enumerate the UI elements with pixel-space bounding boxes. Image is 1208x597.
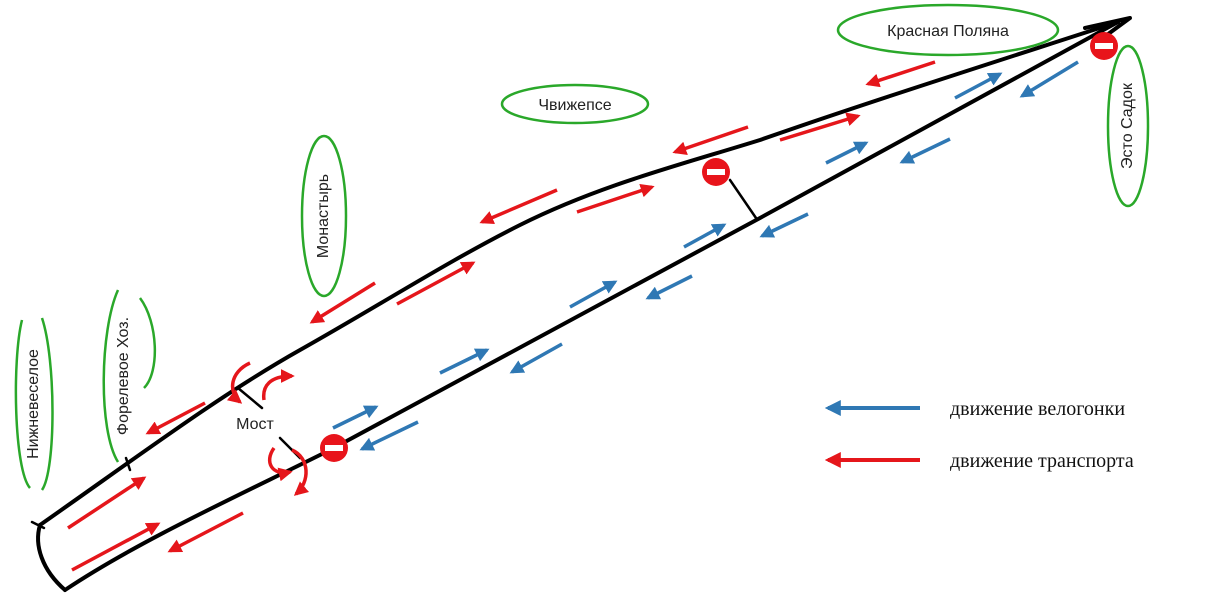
tick-nizhneveseloe <box>30 520 46 530</box>
arrow-icon <box>569 280 618 309</box>
arrow-icon <box>309 281 376 324</box>
arrow-icon <box>291 448 310 496</box>
bridge-detour <box>226 361 310 496</box>
arrow-icon <box>479 188 558 225</box>
legend: движение велогонки движение транспорта <box>824 398 1134 472</box>
svg-text:Красная Поляна: Красная Поляна <box>887 23 1009 40</box>
label-forelevoe: Форелевое Хоз. <box>102 289 157 463</box>
arrow-icon <box>71 522 161 572</box>
svg-text:Чвижепсе: Чвижепсе <box>538 97 611 114</box>
no-entry-icon <box>1090 32 1118 60</box>
no-entry-signs <box>320 32 1118 462</box>
arrow-icon <box>1019 60 1079 98</box>
arrow-icon <box>672 125 749 155</box>
lower-road <box>63 20 1120 592</box>
svg-text:Нижневеселое: Нижневеселое <box>25 349 42 459</box>
arrow-icon <box>865 60 936 88</box>
label-nizhneveseloe: Нижневеселое <box>14 317 54 491</box>
upper-road <box>38 20 1120 527</box>
arrow-icon <box>332 405 379 430</box>
label-esto-sadok: Эсто Садок <box>1106 44 1150 208</box>
arrow-icon <box>359 420 419 451</box>
connector-east <box>728 178 758 220</box>
arrow-icon <box>825 141 869 165</box>
svg-text:Эсто Садок: Эсто Садок <box>1119 82 1136 169</box>
arrow-icon <box>509 342 563 374</box>
arrow-icon <box>645 274 693 300</box>
legend-transport: движение транспорта <box>824 450 1134 472</box>
connector-bridge <box>236 386 264 410</box>
arrow-icon <box>268 446 293 482</box>
label-chvizhepse: Чвижепсе <box>500 83 650 125</box>
direction-arrows <box>67 60 1079 572</box>
arrow-icon <box>954 72 1003 100</box>
svg-text:движение транспорта: движение транспорта <box>950 450 1134 472</box>
road-west-end <box>36 523 67 592</box>
arrow-icon <box>226 361 251 404</box>
arrow-icon <box>683 223 727 249</box>
label-monastyr: Монастырь <box>300 134 348 298</box>
arrow-icon <box>759 212 809 238</box>
svg-text:Форелевое Хоз.: Форелевое Хоз. <box>115 317 132 435</box>
road-east-spike <box>1083 16 1132 42</box>
tick-forelevoe <box>124 456 132 472</box>
label-krasnaya-polyana: Красная Поляна <box>836 3 1060 57</box>
svg-text:Монастырь: Монастырь <box>315 174 332 258</box>
arrow-icon <box>145 401 206 435</box>
arrow-icon <box>261 369 295 401</box>
label-most: Мост <box>236 416 274 433</box>
arrow-icon <box>167 511 244 553</box>
no-entry-icon <box>320 434 348 462</box>
arrow-icon <box>576 183 655 214</box>
arrow-icon <box>67 476 147 530</box>
no-entry-icon <box>702 158 730 186</box>
arrow-icon <box>899 137 951 164</box>
arrow-icon <box>779 112 861 142</box>
svg-text:движение велогонки: движение велогонки <box>950 398 1125 420</box>
legend-bike: движение велогонки <box>824 398 1125 420</box>
location-labels: Красная Поляна Чвижепсе Монастырь Фореле… <box>14 3 1150 491</box>
arrow-icon <box>396 261 476 306</box>
arrow-icon <box>439 348 490 375</box>
